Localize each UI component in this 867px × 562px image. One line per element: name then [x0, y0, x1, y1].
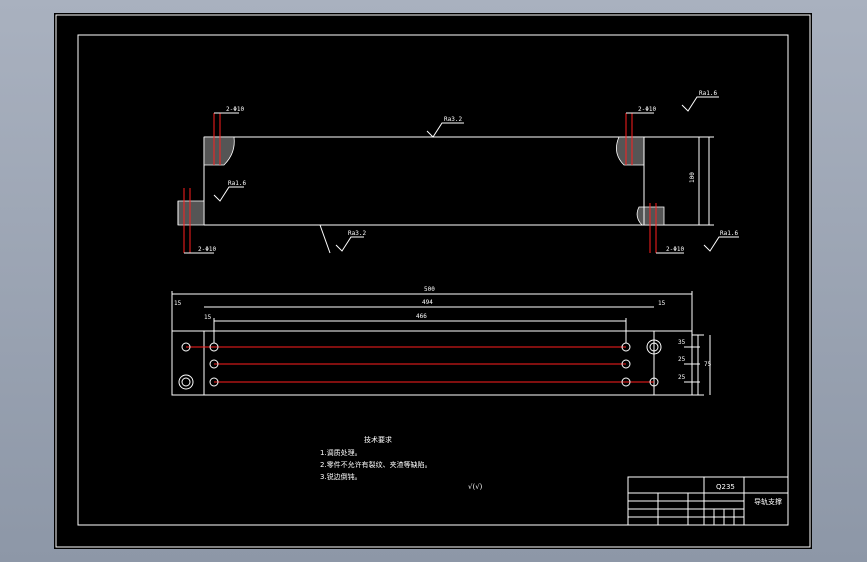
- title-block: Q235 导轨支撑: [627, 476, 789, 526]
- roughness-top-label: Ra3.2: [444, 116, 462, 123]
- hole-counterbore: [178, 374, 194, 390]
- hole-note-left-bottom: 2-Φ10: [198, 246, 216, 253]
- hole-counterbore: [646, 339, 662, 355]
- dim-height: 100: [689, 172, 696, 183]
- hole: [209, 377, 219, 387]
- title-block-material: Q235: [716, 483, 735, 491]
- roughness-symbol-bottom: [335, 236, 364, 252]
- dim-inner-length: 494: [422, 299, 433, 306]
- dim-right-1: 35: [678, 339, 686, 346]
- dim-right-total: 75: [704, 361, 712, 368]
- section-hatch-left-bottom: [177, 200, 205, 226]
- title-block-part-name: 导轨支撑: [754, 497, 782, 506]
- dim-overall-length: 500: [424, 286, 435, 293]
- hole: [621, 377, 631, 387]
- hole-note-right-top: 2-Φ10: [638, 106, 656, 113]
- hole-note-right-bottom: 2-Φ10: [666, 246, 684, 253]
- hole: [209, 359, 219, 369]
- dim-edge-left: 15: [174, 300, 182, 307]
- dim-edge-right: 15: [658, 300, 666, 307]
- cad-drawing: 100 2-Φ10 2-Φ10 2-Φ10 2-Φ10 Ra3.2 Ra1.6 …: [55, 14, 811, 548]
- dim-edge-inner: 15: [204, 314, 212, 321]
- note-3: 3.锐边倒钝。: [320, 472, 362, 481]
- section-hatch-right-top: [616, 136, 645, 166]
- note-1: 1.调质处理。: [320, 448, 362, 457]
- technical-notes: 技术要求 1.调质处理。 2.零件不允许有裂纹、夹渣等缺陷。 3.锐边倒钝。 √…: [320, 435, 483, 491]
- inner-frame: [77, 34, 789, 526]
- hole: [649, 377, 659, 387]
- note-2: 2.零件不允许有裂纹、夹渣等缺陷。: [320, 460, 432, 469]
- roughness-left-label: Ra1.6: [228, 180, 246, 187]
- section-hatch-right-bottom: [636, 206, 665, 226]
- roughness-symbol-right-top: [681, 96, 719, 112]
- section-hatch-left-top: [203, 136, 235, 166]
- roughness-symbol-right-bottom: [703, 236, 739, 252]
- front-view: 100 2-Φ10 2-Φ10 2-Φ10 2-Φ10 Ra3.2 Ra1.6 …: [177, 90, 739, 254]
- dim-hole-span: 466: [416, 313, 427, 320]
- roughness-right-top-label: Ra1.6: [699, 90, 717, 97]
- roughness-bottom-label: Ra3.2: [348, 230, 366, 237]
- roughness-symbol-left: [213, 186, 244, 202]
- drawing-sheet: 100 2-Φ10 2-Φ10 2-Φ10 2-Φ10 Ra3.2 Ra1.6 …: [54, 13, 812, 549]
- outer-frame: [55, 14, 811, 548]
- roughness-right-bottom-label: Ra1.6: [720, 230, 738, 237]
- hole: [181, 342, 191, 352]
- dim-right-3: 25: [678, 374, 686, 381]
- notes-title: 技术要求: [364, 435, 392, 444]
- hole-note-left-top: 2-Φ10: [226, 106, 244, 113]
- roughness-symbol-top: [426, 122, 464, 138]
- hole: [621, 359, 631, 369]
- plate-outline: [171, 330, 693, 396]
- top-view: 500 494 466 15 15 15 35 25 25 75: [171, 286, 712, 396]
- dim-right-2: 25: [678, 356, 686, 363]
- general-roughness: √(√): [468, 483, 483, 491]
